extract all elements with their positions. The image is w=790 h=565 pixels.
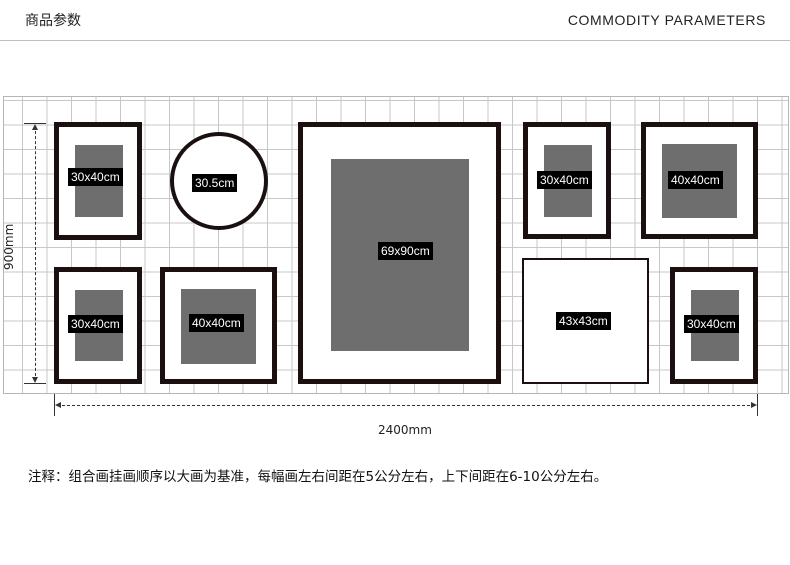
height-arrow-down-icon xyxy=(32,377,38,383)
frame-7-label: 40x40cm xyxy=(189,314,244,332)
frame-9: 30x40cm xyxy=(670,267,758,384)
frame-1: 30x40cm xyxy=(54,122,142,240)
width-dimension-line xyxy=(57,405,755,406)
frame-7: 40x40cm xyxy=(160,267,277,384)
frame-4-label: 30x40cm xyxy=(537,171,592,189)
frame-5: 40x40cm xyxy=(641,122,758,239)
frame-5-label: 40x40cm xyxy=(668,171,723,189)
frame-6: 30x40cm xyxy=(54,267,142,384)
frame-9-label: 30x40cm xyxy=(684,315,739,333)
header-title-en: COMMODITY PARAMETERS xyxy=(567,12,766,28)
frame-3-label: 69x90cm xyxy=(378,242,433,260)
frame-8: 43x43cm xyxy=(522,258,649,384)
frame-8-label: 43x43cm xyxy=(556,312,611,330)
frame-6-label: 30x40cm xyxy=(68,315,123,333)
frame-3: 69x90cm xyxy=(298,122,501,384)
frame-2-circle: 30.5cm xyxy=(170,132,268,230)
width-label: 2400mm xyxy=(378,423,432,437)
height-dimension-top-tick xyxy=(24,123,46,124)
height-dimension-bottom-tick xyxy=(24,383,46,384)
width-dimension-left-tick xyxy=(54,394,55,416)
width-arrow-right-icon xyxy=(751,402,757,408)
frame-1-label: 30x40cm xyxy=(68,168,123,186)
height-arrow-up-icon xyxy=(32,124,38,130)
width-arrow-left-icon xyxy=(55,402,61,408)
width-dimension-right-tick xyxy=(757,394,758,416)
frame-4: 30x40cm xyxy=(523,122,611,239)
header-title-cn: 商品参数 xyxy=(25,13,81,29)
header-divider xyxy=(0,40,790,41)
hanging-note: 注释：组合画挂画顺序以大画为基准，每幅画左右间距在5公分左右，上下间距在6-10… xyxy=(28,469,608,485)
height-label: 900mm xyxy=(2,223,16,270)
height-dimension-line xyxy=(35,126,36,381)
frame-2-label: 30.5cm xyxy=(192,174,238,192)
